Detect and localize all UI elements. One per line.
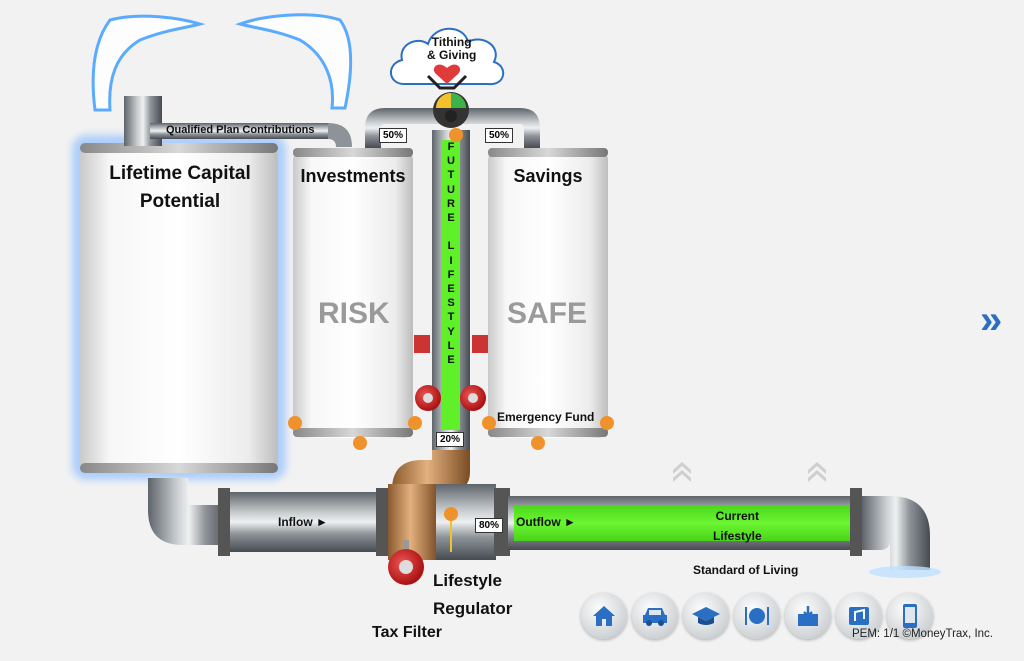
dining-icon [745, 607, 769, 625]
inflow-label: Inflow ► [278, 515, 328, 529]
car-icon [643, 608, 667, 626]
flow-dot[interactable] [449, 128, 463, 142]
cloud-icon[interactable] [384, 18, 510, 94]
future-lifestyle-letter: E [447, 354, 455, 367]
investments-title: Investments [300, 166, 406, 186]
future-percent[interactable]: 20% [436, 432, 465, 447]
next-arrow-icon[interactable]: » [980, 298, 1003, 342]
current-lifestyle-label: Current Lifestyle [713, 509, 762, 543]
media-icon [849, 607, 869, 625]
emergency-fund-label: Emergency Fund [497, 410, 595, 424]
chevron-up-icons [673, 462, 826, 482]
future-lifestyle-letter: T [447, 169, 455, 182]
future-lifestyle-letter: F [447, 141, 455, 153]
flow-dot[interactable] [353, 436, 367, 450]
investments-tank [293, 148, 413, 438]
future-lifestyle-letter: F [447, 268, 455, 281]
graduation-cap-icon [692, 607, 720, 625]
flow-dot[interactable] [531, 436, 545, 450]
hands-graphic [91, 13, 353, 112]
future-lifestyle-letter: S [447, 297, 455, 310]
flow-dot[interactable] [482, 416, 496, 430]
future-lifestyle-letter [449, 225, 452, 239]
future-lifestyle-letter: I [449, 254, 453, 267]
flow-dot[interactable] [444, 507, 458, 521]
standard-of-living-label: Standard of Living [693, 563, 799, 577]
future-lifestyle-letter: E [447, 283, 455, 296]
nav-car-button[interactable] [632, 593, 678, 639]
outflow-label: Outflow ► [516, 515, 576, 529]
risk-label: RISK [318, 297, 390, 330]
nav-inbox-button[interactable] [785, 593, 831, 639]
future-lifestyle-letter: L [447, 339, 455, 352]
gauge-icon [433, 92, 469, 128]
split-left-percent: 50% [379, 128, 408, 143]
lifetime-capital-tank [72, 135, 286, 480]
safe-label: SAFE [507, 297, 588, 330]
home-icon [593, 606, 615, 626]
future-lifestyle-letter: L [447, 240, 455, 253]
savings-tank [488, 148, 608, 438]
cloud-label: Tithing & Giving [427, 35, 477, 62]
inbox-icon [798, 606, 818, 626]
nav-dining-button[interactable] [734, 593, 780, 639]
tax-filter-label: Tax Filter [372, 624, 442, 641]
savings-title: Savings [513, 166, 583, 186]
phone-icon [903, 604, 917, 628]
future-lifestyle-letter: U [447, 155, 455, 168]
copyright-text: PEM: 1/1 ©MoneyTrax, Inc. [852, 628, 993, 640]
flow-dot[interactable] [408, 416, 422, 430]
future-lifestyle-letter: T [447, 311, 455, 324]
outflow-percent[interactable]: 80% [475, 518, 504, 533]
flow-dot[interactable] [600, 416, 614, 430]
split-right-percent: 50% [485, 128, 514, 143]
lifetime-capital-title: Lifetime Capital Potential [109, 163, 251, 212]
future-lifestyle-letter: Y [447, 325, 455, 338]
side-valves [414, 335, 488, 411]
qualified-plan-label: Qualified Plan Contributions [166, 124, 315, 136]
nav-home-button[interactable] [581, 593, 627, 639]
nav-phone-button[interactable] [887, 593, 933, 639]
lifestyle-regulator-label: Lifestyle Regulator [433, 571, 513, 618]
nav-media-button[interactable] [836, 593, 882, 639]
future-lifestyle-letter: E [447, 212, 455, 225]
nav-education-button[interactable] [683, 593, 729, 639]
future-lifestyle-letter: U [447, 183, 455, 196]
lifestyle-regulator-valve [388, 540, 424, 585]
future-lifestyle-letter: R [447, 197, 455, 210]
flow-dot[interactable] [288, 416, 302, 430]
